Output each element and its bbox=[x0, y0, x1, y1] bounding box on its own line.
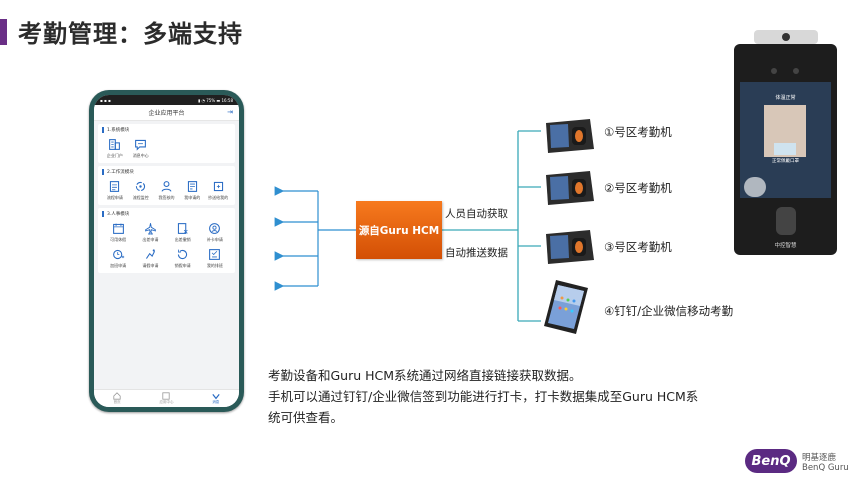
app-item-cc[interactable]: 抄送给我的 bbox=[205, 179, 231, 201]
guru-hcm-source: 源自Guru HCM bbox=[356, 201, 442, 259]
section-system: 1.系统模块 企业门户 消息中心 bbox=[98, 124, 235, 163]
cancel-doc-icon bbox=[176, 221, 190, 235]
app-item-monitor[interactable]: 流程监控 bbox=[128, 179, 154, 201]
smartphone-icon bbox=[544, 280, 588, 334]
app-item-trip-apply[interactable]: 出差申请 bbox=[134, 221, 166, 243]
device-label-4: ④钉钉/企业微信移动考勤 bbox=[604, 304, 734, 318]
terminal-body bbox=[734, 30, 837, 255]
app-item-leave-balance[interactable]: 可用休假 bbox=[102, 221, 134, 243]
app-item-approved[interactable]: 我签核的 bbox=[154, 179, 180, 201]
home-icon bbox=[113, 392, 121, 400]
description-line: 统可供查看。 bbox=[268, 410, 344, 425]
section-workflow: 2.工作流模块 流程申请 流程监控 我签核的 bbox=[98, 166, 235, 205]
message-icon bbox=[134, 137, 148, 151]
return-icon bbox=[176, 247, 190, 261]
app-item-card-fix[interactable]: 补卡申请 bbox=[199, 221, 231, 243]
device-label-3: ③号区考勤机 bbox=[604, 240, 672, 254]
attendance-machine-icon bbox=[546, 119, 594, 153]
terminal-mask-status: 正常佩戴口罩 bbox=[772, 159, 799, 164]
copy-icon bbox=[211, 179, 225, 193]
status-right: ▮ ◔ 75% ▬ 16:58 bbox=[198, 97, 233, 103]
app-item-leave-return[interactable]: 销假申请 bbox=[167, 247, 199, 269]
app-title: 企业应用平台 bbox=[148, 110, 185, 117]
app-item-my-requests[interactable]: 我申请的 bbox=[179, 179, 205, 201]
device-label-1: ①号区考勤机 bbox=[604, 125, 672, 139]
description-line: 考勤设备和Guru HCM系统通过网络直接链接获取数据。 bbox=[268, 368, 582, 383]
doc-icon bbox=[185, 179, 199, 193]
phone-status-bar: ▪ ▪ ▪ ▮ ◔ 75% ▬ 16:58 bbox=[94, 95, 239, 105]
title-accent-bar bbox=[0, 19, 7, 45]
plane-icon bbox=[143, 221, 157, 235]
phone-mockup: ▪ ▪ ▪ ▮ ◔ 75% ▬ 16:58 企业应用平台 ⇥ 1.系统模块 企业… bbox=[89, 90, 244, 412]
section-hr: 3.人事模块 可用休假 出差申请 出差撤销 bbox=[98, 208, 235, 273]
app-item-leave-apply[interactable]: 请假申请 bbox=[134, 247, 166, 269]
app-item-apply[interactable]: 流程申请 bbox=[102, 179, 128, 201]
terminal-brand: 中控智慧 bbox=[774, 243, 797, 249]
person-icon bbox=[159, 179, 173, 193]
section-title: 1.系统模块 bbox=[102, 127, 231, 133]
app-item-messages[interactable]: 消息中心 bbox=[128, 137, 154, 159]
clock-add-icon bbox=[111, 247, 125, 261]
logo-en-text: BenQ Guru bbox=[802, 463, 849, 473]
page-title: 考勤管理：多端支持 bbox=[18, 20, 243, 48]
right-connector bbox=[442, 130, 541, 322]
apps-icon bbox=[162, 392, 171, 400]
phone-screen: ▪ ▪ ▪ ▮ ◔ 75% ▬ 16:58 企业应用平台 ⇥ 1.系统模块 企业… bbox=[94, 95, 239, 407]
attendance-machine-icon bbox=[546, 230, 594, 264]
cycle-icon bbox=[134, 179, 148, 193]
section-title: 3.人事模块 bbox=[102, 211, 231, 217]
status-left: ▪ ▪ ▪ bbox=[100, 97, 111, 103]
left-arrows bbox=[274, 186, 356, 291]
attendance-machine-icon bbox=[546, 171, 594, 205]
logo-cn-text: 明基逐鹿 bbox=[802, 453, 837, 463]
form-icon bbox=[108, 179, 122, 193]
tab-messages[interactable]: 消息 bbox=[212, 392, 220, 405]
app-item-overtime[interactable]: 加班申请 bbox=[102, 247, 134, 269]
calendar-icon bbox=[111, 221, 125, 235]
logout-icon[interactable]: ⇥ bbox=[227, 108, 233, 116]
app-item-schedule[interactable]: 我的排班 bbox=[199, 247, 231, 269]
bell-icon bbox=[212, 394, 220, 400]
tab-apps[interactable]: 应用中心 bbox=[159, 392, 173, 405]
app-item-trip-cancel[interactable]: 出差撤销 bbox=[167, 221, 199, 243]
card-icon bbox=[208, 221, 222, 235]
benq-logo: BenQ bbox=[745, 449, 797, 473]
phone-tab-bar: 首页 应用中心 消息 bbox=[94, 389, 239, 407]
description: 考勤设备和Guru HCM系统通过网络直接链接获取数据。 手机可以通过钉钉/企业… bbox=[268, 365, 778, 428]
app-item-portal[interactable]: 企业门户 bbox=[102, 137, 128, 159]
building-icon bbox=[108, 137, 122, 151]
section-title: 2.工作流模块 bbox=[102, 169, 231, 175]
tab-home[interactable]: 首页 bbox=[113, 392, 121, 405]
schedule-icon bbox=[208, 247, 222, 261]
terminal-temp-status: 体温正常 bbox=[775, 95, 796, 101]
app-header: 企业应用平台 ⇥ bbox=[94, 105, 239, 121]
edge-label-fetch: 人员自动获取 bbox=[445, 208, 508, 220]
device-label-2: ②号区考勤机 bbox=[604, 181, 672, 195]
leave-icon bbox=[143, 247, 157, 261]
edge-label-push: 自动推送数据 bbox=[445, 247, 508, 259]
description-line: 手机可以通过钉钉/企业微信签到功能进行打卡，打卡数据集成至Guru HCM系 bbox=[268, 389, 699, 404]
face-recognition-terminal: 体温正常 正常佩戴口罩 中控智慧 bbox=[734, 27, 837, 255]
